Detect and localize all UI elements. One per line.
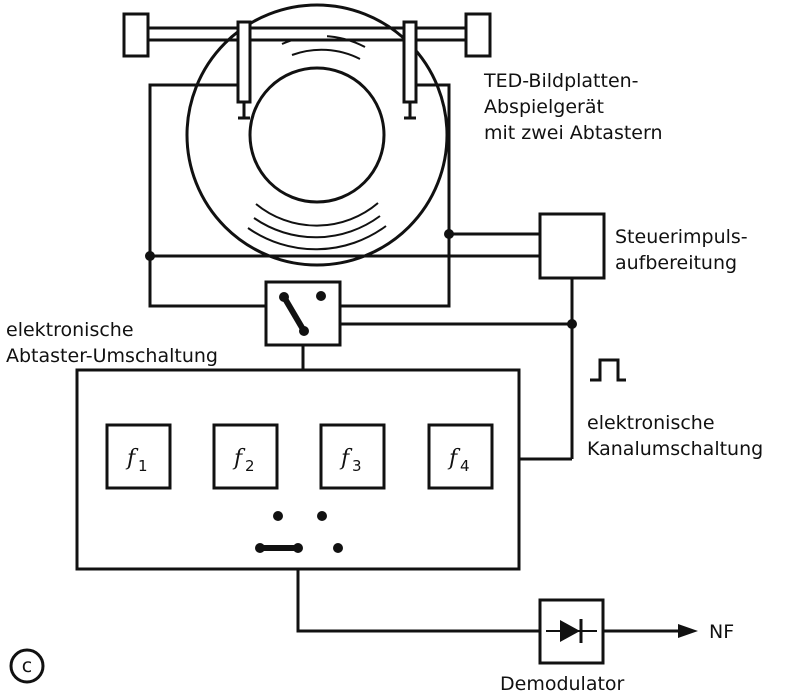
- filter-2: f 2: [212, 423, 279, 490]
- control-label-line2: aufbereitung: [615, 252, 737, 274]
- channel-selector: [255, 511, 343, 553]
- filter-1-index: 1: [138, 457, 148, 475]
- switch-label-line1: elektronische: [6, 319, 134, 341]
- control-pulse-icon: [590, 358, 626, 382]
- filter-4-index: 4: [460, 457, 470, 475]
- disc-center-hole: [248, 66, 386, 204]
- filter-4: f 4: [427, 423, 494, 490]
- player-label-line3: mit zwei Abtastern: [484, 122, 663, 144]
- channel-label-line1: elektronische: [587, 412, 715, 434]
- video-disc: [185, 3, 449, 267]
- filter-1: f 1: [105, 423, 172, 490]
- junction-dot: [444, 229, 454, 239]
- diode-icon: [560, 620, 580, 642]
- control-pulse-processor-box: [538, 212, 606, 280]
- left-rail-mount: [122, 12, 150, 58]
- disc-outer-edge: [185, 3, 449, 267]
- channel-label-line2: Kanalumschaltung: [587, 438, 763, 460]
- output-label: NF: [709, 621, 734, 643]
- filter-3-index: 3: [352, 457, 362, 475]
- player-label-line2: Abspielgerät: [484, 96, 604, 118]
- demodulator-label: Demodulator: [500, 673, 625, 694]
- junction-dot: [145, 251, 155, 261]
- switch-lever: [281, 295, 307, 333]
- scanner-rail: [122, 12, 492, 58]
- panel-letter: c: [22, 655, 32, 677]
- junction-dot: [567, 319, 577, 329]
- scanner-switch: [264, 280, 342, 347]
- panel-letter-circle: [9, 648, 45, 684]
- filter-3: f 3: [319, 423, 386, 490]
- player-label-line1: TED-Bildplatten-: [483, 70, 639, 92]
- filter-2-index: 2: [245, 457, 255, 475]
- left-scanner: [236, 20, 252, 120]
- output-arrowhead: [678, 624, 698, 638]
- control-label-line1: Steuerimpuls-: [615, 226, 748, 248]
- wiring: [145, 83, 698, 638]
- switch-label-line2: Abtaster-Umschaltung: [6, 345, 218, 367]
- right-scanner: [402, 20, 418, 120]
- right-rail-mount: [464, 12, 492, 58]
- demodulator: [538, 598, 605, 665]
